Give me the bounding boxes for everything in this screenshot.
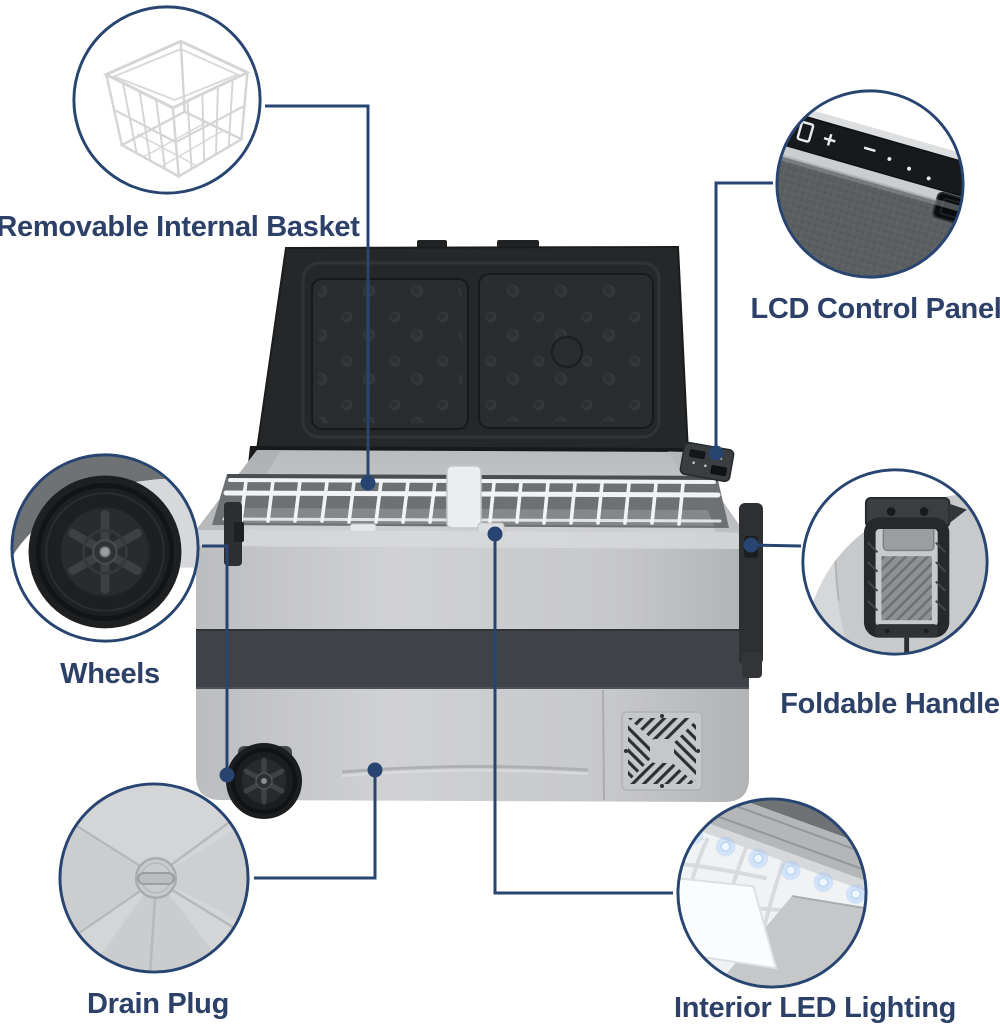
label-lcd-control-panel: LCD Control Panel bbox=[750, 293, 1000, 325]
connector-wheels bbox=[202, 544, 229, 775]
handle-photo-circle bbox=[798, 465, 992, 664]
vent-grille bbox=[621, 711, 703, 791]
connector-dots bbox=[219, 445, 759, 783]
led-photo-circle bbox=[673, 794, 871, 997]
connector-drain bbox=[254, 770, 377, 880]
lcd-photo-circle bbox=[772, 86, 968, 287]
label-removable-internal-basket: Removable Internal Basket bbox=[0, 211, 360, 243]
connector-lcd bbox=[714, 181, 773, 453]
label-wheels: Wheels bbox=[60, 658, 160, 690]
connector-handle bbox=[750, 543, 802, 548]
cooler-body bbox=[196, 530, 749, 802]
label-drain-plug: Drain Plug bbox=[86, 988, 230, 1020]
connector-basket bbox=[265, 104, 370, 483]
drain-plug-icon bbox=[58, 782, 250, 974]
basket-icon bbox=[72, 5, 262, 195]
front-wheel bbox=[226, 743, 302, 819]
led-lighting-icon bbox=[676, 797, 868, 989]
foldable-handle-icon bbox=[801, 468, 989, 656]
wheel-icon bbox=[10, 453, 200, 643]
cooler-open-lid bbox=[248, 240, 692, 475]
basket-photo-circle bbox=[69, 2, 265, 203]
wheels-photo-circle bbox=[7, 450, 203, 651]
label-interior-led-lighting: Interior LED Lighting bbox=[673, 992, 957, 1024]
label-foldable-handle: Foldable Handle bbox=[780, 688, 1000, 720]
drain-photo-circle bbox=[55, 779, 253, 982]
connector-led bbox=[493, 534, 673, 895]
lcd-panel-icon bbox=[775, 89, 965, 279]
